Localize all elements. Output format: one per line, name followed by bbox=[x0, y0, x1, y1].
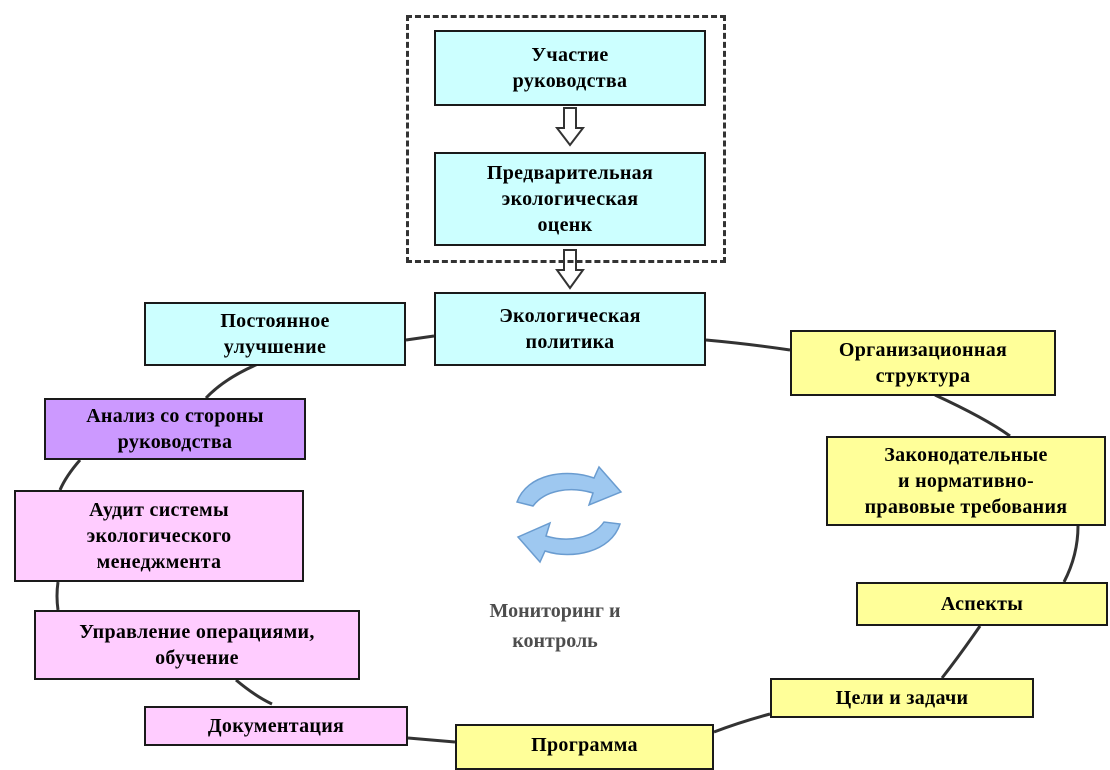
documentation-label: Документация bbox=[207, 715, 345, 737]
operations-training-label: Управление операциями, обучение bbox=[79, 621, 315, 669]
aspects-label: Аспекты bbox=[940, 593, 1024, 615]
management-frame bbox=[406, 15, 726, 263]
connector-aspects-objectives bbox=[940, 625, 982, 679]
legal-requirements-box: Законодательные и нормативно- правовые т… bbox=[826, 436, 1106, 526]
environmental-policy-box: Экологическая политика bbox=[434, 292, 706, 366]
cycle-arrows-icon bbox=[516, 465, 623, 564]
connector-legal-aspects bbox=[1062, 525, 1080, 583]
objectives-box: Цели и задачи bbox=[770, 678, 1034, 718]
program-label: Программа bbox=[531, 734, 638, 756]
management-participation-box: Участие руководства bbox=[434, 30, 706, 106]
down-arrow-icon bbox=[554, 107, 586, 147]
documentation-box: Документация bbox=[144, 706, 408, 746]
connector-operations-audit bbox=[55, 581, 60, 611]
continuous-improvement-label: Постоянное улучшение bbox=[220, 310, 330, 358]
connector-program-documentation bbox=[407, 736, 456, 744]
environmental-policy-label: Экологическая политика bbox=[499, 305, 641, 353]
ems-audit-box: Аудит системы экологического менеджмента bbox=[14, 490, 304, 582]
connector-review-improvement bbox=[204, 362, 259, 400]
management-participation-label: Участие руководства bbox=[512, 44, 628, 92]
org-structure-box: Организационная структура bbox=[790, 330, 1056, 396]
connector-documentation-operations bbox=[235, 678, 273, 706]
connector-objectives-program bbox=[713, 712, 771, 734]
preliminary-assessment-label-tail: а bbox=[592, 214, 603, 236]
cycle-connectors bbox=[55, 334, 1080, 744]
connector-policy-org bbox=[705, 338, 791, 352]
org-structure-label: Организационная структура bbox=[838, 339, 1008, 387]
management-review-label: Анализ со стороны руководства bbox=[86, 405, 264, 453]
preliminary-assessment-label: Предварительная экологическая оценка bbox=[487, 160, 653, 238]
ems-audit-label: Аудит системы экологического менеджмента bbox=[86, 499, 232, 573]
management-review-box: Анализ со стороны руководства bbox=[44, 398, 306, 460]
aspects-box: Аспекты bbox=[856, 582, 1108, 626]
connector-org-legal bbox=[934, 393, 1011, 438]
down-arrow-icon bbox=[555, 249, 585, 290]
connector-improvement-policy bbox=[405, 334, 435, 342]
objectives-label: Цели и задачи bbox=[835, 687, 969, 709]
continuous-improvement-box: Постоянное улучшение bbox=[144, 302, 406, 366]
monitoring-control-label: Мониторинг и контроль bbox=[489, 600, 621, 652]
operations-training-box: Управление операциями, обучение bbox=[34, 610, 360, 680]
program-box: Программа bbox=[455, 724, 714, 770]
legal-requirements-label: Законодательные и нормативно- правовые т… bbox=[864, 444, 1068, 518]
preliminary-assessment-box: Предварительная экологическая оценка bbox=[434, 152, 706, 246]
connector-audit-review bbox=[58, 459, 82, 491]
preliminary-assessment-label-main: Предварительная экологическая оценк bbox=[486, 162, 654, 236]
